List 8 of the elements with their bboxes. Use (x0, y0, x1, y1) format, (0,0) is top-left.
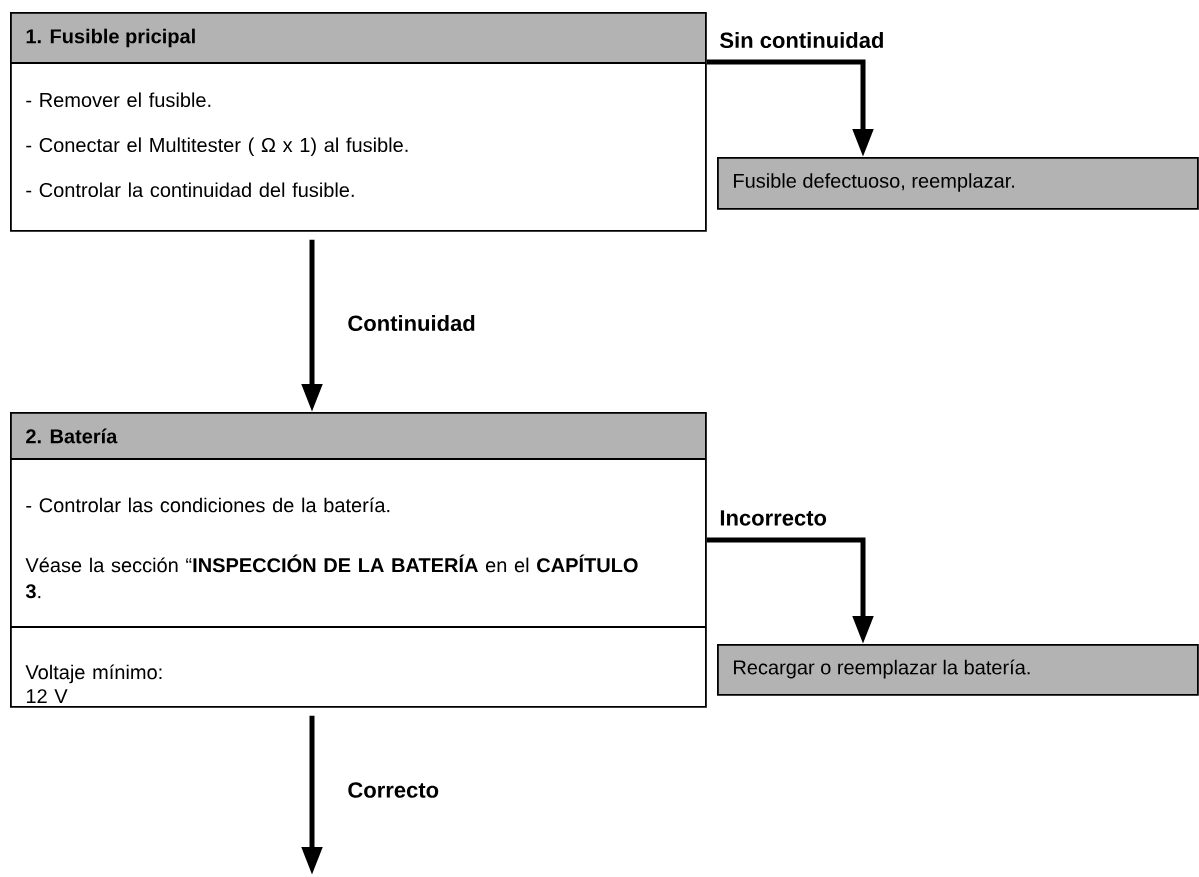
edge-label: Continuidad (345, 312, 478, 334)
edge-label: Sin continuidad (717, 29, 887, 51)
edge-label: Incorrecto (717, 508, 829, 528)
step-box: 2. Batería - Controlar las condiciones de la batería. Véase la sección “INSPECCIÓN DE LA BATERÍA en el CAPÍTULO 3. Voltaje mínimo: 12 V (9, 412, 707, 708)
edge-label: Correcto (345, 780, 442, 800)
result-box: Recargar o reemplazar la batería. (717, 644, 1199, 696)
result-box: Fusible defectuoso, reemplazar. (717, 157, 1199, 210)
step-box: 1. Fusible pricipal - Remover el fusible. - Conectar el Multitester ( Ω x 1) al fusible. - Controlar la continuidad del fusible. (9, 12, 707, 232)
